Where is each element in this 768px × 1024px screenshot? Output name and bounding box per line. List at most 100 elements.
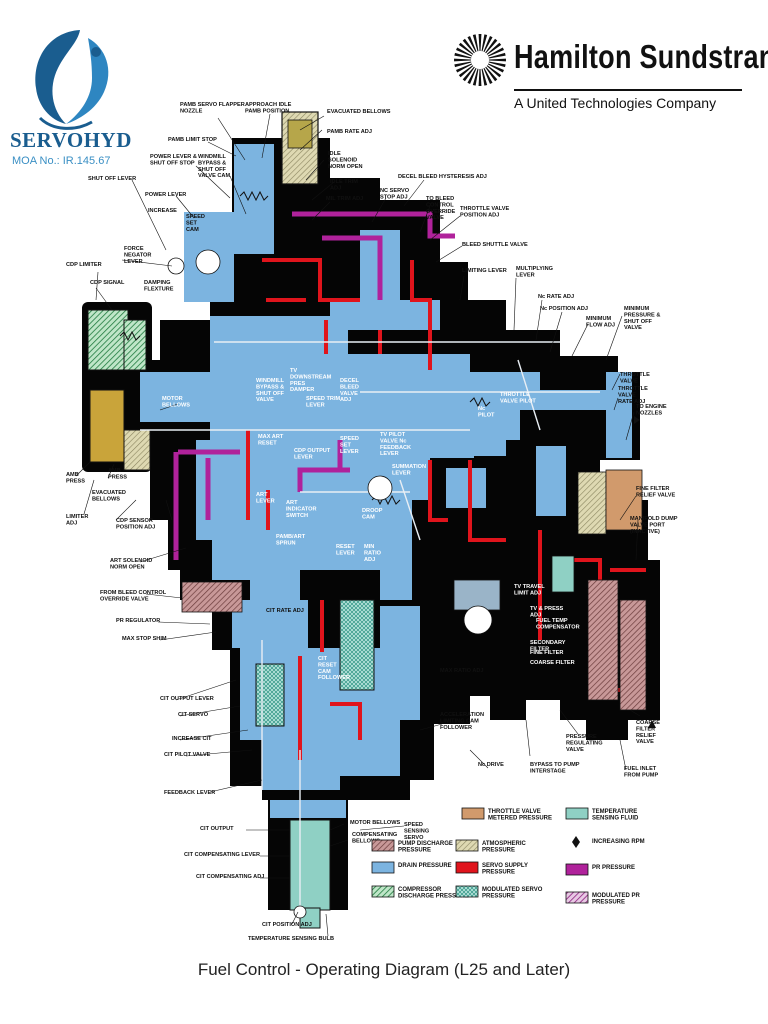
label-increase-cit: INCREASE CIT	[172, 736, 212, 742]
leader-lines	[75, 113, 641, 937]
label-pr-regulator: PR REGULATOR	[116, 618, 160, 624]
moa-number: MOA No.: IR.145.67	[12, 155, 111, 167]
label-pamb-rate: PAMB RATE ADJ	[327, 129, 372, 135]
label-cit-position: CIT POSITION ADJ	[262, 922, 312, 928]
label-cdp-signal: CDP SIGNAL	[90, 280, 125, 286]
label-evacuated-bellows-top: EVACUATED BELLOWS	[327, 109, 391, 115]
legend-swatch-temperature_sensing	[565, 807, 589, 820]
label-fine-filter: FINE FILTER	[530, 650, 563, 656]
legend-label-pr: PR PRESSURE	[592, 865, 635, 871]
legend-swatch-increasing_rpm	[572, 836, 580, 848]
label-motor-bellows-bottom: MOTOR BELLOWS	[350, 820, 401, 826]
label-cit-output: CIT OUTPUT	[200, 826, 234, 832]
diagram-caption: Fuel Control - Operating Diagram (L25 an…	[197, 960, 571, 979]
legend-label-drain: DRAIN PRESSURE	[398, 863, 452, 869]
label-limiting-lever: LIMITING LEVER	[462, 268, 507, 274]
logo-brand-text: SERVOHYD	[10, 128, 132, 152]
legend-swatch-pump_discharge	[371, 839, 395, 852]
company-name: Hamilton Sundstrand	[514, 38, 768, 75]
pressure-chambers	[87, 111, 647, 929]
label-power-lever: POWER LEVER	[145, 192, 186, 198]
label-nc-drive: Nc DRIVE	[478, 762, 504, 768]
label-nc-rate: Nc RATE ADJ	[538, 294, 574, 300]
label-cit-servo: CIT SERVO	[178, 712, 209, 718]
label-cdp-limiter: CDP LIMITER	[66, 262, 102, 268]
label-decel-bleed: DECEL BLEED HYSTERESIS ADJ	[398, 174, 487, 180]
label-cit-rate: CIT RATE ADJ	[266, 608, 304, 614]
gears	[167, 249, 493, 919]
legend-swatch-compressor	[371, 885, 395, 898]
hamilton-sundstrand-logo-icon	[454, 34, 506, 86]
legend-swatch-drain	[371, 861, 395, 874]
label-increase: INCREASE	[148, 208, 177, 214]
label-cit-output-lever: CIT OUTPUT LEVER	[160, 696, 214, 702]
company-subtitle: A United Technologies Company	[514, 95, 717, 111]
legend-swatch-atmospheric	[455, 839, 479, 852]
label-cit-comp-lever: CIT COMPENSATING LEVER	[184, 852, 260, 858]
header-rule	[514, 89, 742, 91]
legend-swatch-throttle_metered	[461, 807, 485, 820]
label-max-ratio: MAX RATIO ADJ	[440, 668, 484, 674]
label-cit-comp-adj: CIT COMPENSATING ADJ	[196, 874, 264, 880]
label-feedback-lever: FEEDBACK LEVER	[164, 790, 215, 796]
legend-swatch-modulated_pr	[565, 891, 589, 904]
label-pamb-limit: PAMB LIMIT STOP	[168, 137, 217, 143]
label-coarse-filter: COARSE FILTER	[530, 660, 575, 666]
label-nc-position: Nc POSITION ADJ	[540, 306, 588, 312]
label-bleed-shuttle: BLEED SHUTTLE VALVE	[462, 242, 528, 248]
legend-swatch-pr	[565, 863, 589, 876]
servohyd-logo-icon	[35, 30, 109, 130]
